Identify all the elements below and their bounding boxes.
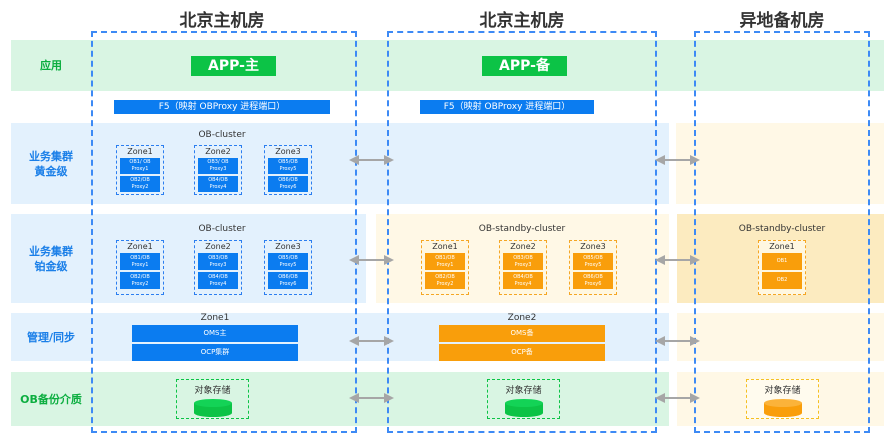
ob-node: OB1/OB Proxy1	[425, 253, 465, 270]
f5-primary-bar: F5（映射 OBProxy 进程端口）	[114, 100, 330, 114]
ob-node: OB3/OB Proxy3	[503, 253, 543, 270]
row-label-gold: 业务集群 黄金级	[11, 123, 91, 204]
datacenter-title-primary: 北京主机房	[179, 11, 265, 31]
storage-label: 对象存储	[505, 386, 542, 396]
zone-title: Zone3	[580, 242, 606, 251]
platinum-zone-3: Zone3 OB5/OB Proxy5 OB6/OB Proxy6	[264, 240, 312, 295]
platinum-cluster-title: OB-cluster	[198, 224, 246, 234]
datacenter-title-remote: 异地备机房	[739, 11, 825, 31]
zone-title: Zone1	[769, 242, 795, 251]
ob-node: OB6/OB Proxy6	[573, 272, 613, 289]
row-label-app-text: 应用	[40, 59, 62, 72]
sync-arrow-bidirectional-icon	[655, 155, 700, 165]
gold-zone-3: Zone3 OB5/OB Proxy5 OB6/OB Proxy6	[264, 145, 312, 195]
row-label-backup-text: OB备份介质	[20, 392, 82, 406]
datacenter-boundary-secondary	[387, 31, 657, 433]
row-label-mgmt-text: 管理/同步	[26, 330, 76, 344]
f5-standby-bar: F5（映射 OBProxy 进程端口）	[420, 100, 594, 114]
platinum-standby-title: OB-standby-cluster	[478, 224, 566, 234]
ob-node: OB6/OB Proxy6	[268, 176, 308, 192]
sync-arrow-bidirectional-icon	[349, 255, 394, 265]
app-standby-box: APP-备	[482, 56, 567, 76]
ob-node: OB2/OB Proxy2	[425, 272, 465, 289]
datacenter-boundary-primary	[91, 31, 357, 433]
row-label-backup: OB备份介质	[11, 372, 91, 426]
ob-node: OB2/OB Proxy2	[120, 272, 160, 289]
oms-standby-box: OMS备	[439, 325, 605, 342]
gold-zone-2: Zone2 OB3/ OB Proxy3 OB4/OB Proxy4	[194, 145, 242, 195]
sync-arrow-bidirectional-icon	[349, 155, 394, 165]
row-label-gold-line2: 黄金级	[34, 164, 68, 178]
database-cylinder-icon	[193, 399, 232, 417]
object-storage-primary: 对象存储	[176, 379, 249, 419]
platinum-zone-2: Zone2 OB3/OB Proxy3 OB4/OB Proxy4	[194, 240, 242, 295]
ocp-standby-box: OCP备	[439, 344, 605, 361]
row-label-platinum-line1: 业务集群	[29, 244, 73, 258]
row-label-platinum: 业务集群 铂金级	[11, 214, 91, 303]
storage-label: 对象存储	[194, 386, 231, 396]
zone-title: Zone1	[127, 147, 153, 156]
remote-zone-1: Zone1 OB1 OB2	[758, 240, 806, 295]
sync-arrow-bidirectional-icon	[349, 393, 394, 403]
zone-title: Zone2	[205, 242, 231, 251]
object-storage-standby: 对象存储	[487, 379, 560, 419]
row-label-platinum-line2: 铂金级	[34, 259, 68, 273]
ob-node: OB3/ OB Proxy3	[198, 158, 238, 174]
ocp-cluster-box: OCP集群	[132, 344, 298, 361]
zone-title: Zone2	[205, 147, 231, 156]
datacenter-boundary-remote	[694, 31, 870, 433]
row-band-app	[11, 40, 884, 91]
ob-node: OB5/OB Proxy5	[268, 253, 308, 270]
zone-title: Zone3	[275, 242, 301, 251]
mgmt-primary-zone-title: Zone1	[200, 313, 230, 323]
app-primary-box: APP-主	[191, 56, 276, 76]
zone-title: Zone3	[275, 147, 301, 156]
ob-node: OB3/OB Proxy3	[198, 253, 238, 270]
zone-title: Zone1	[432, 242, 458, 251]
standby-zone-3: Zone3 OB5/OB Proxy5 OB6/OB Proxy6	[569, 240, 617, 295]
datacenter-title-secondary: 北京主机房	[479, 11, 565, 31]
standby-zone-2: Zone2 OB3/OB Proxy3 OB4/OB Proxy4	[499, 240, 547, 295]
sync-arrow-bidirectional-icon	[349, 336, 394, 346]
gold-cluster-title: OB-cluster	[198, 130, 246, 140]
ob-node: OB1	[762, 253, 802, 270]
ob-node: OB5/OB Proxy5	[268, 158, 308, 174]
standby-zone-1: Zone1 OB1/OB Proxy1 OB2/OB Proxy2	[421, 240, 469, 295]
ob-node: OB1/OB Proxy1	[120, 253, 160, 270]
ob-node: OB2/OB Proxy2	[120, 176, 160, 192]
platinum-zone-1: Zone1 OB1/OB Proxy1 OB2/OB Proxy2	[116, 240, 164, 295]
ob-node: OB1/ OB Proxy1	[120, 158, 160, 174]
row-label-mgmt: 管理/同步	[11, 313, 91, 361]
mgmt-standby-zone-title: Zone2	[507, 313, 537, 323]
oms-primary-box: OMS主	[132, 325, 298, 342]
sync-arrow-bidirectional-icon	[655, 255, 700, 265]
object-storage-remote: 对象存储	[746, 379, 819, 419]
sync-arrow-bidirectional-icon	[655, 393, 700, 403]
ob-node: OB4/OB Proxy4	[503, 272, 543, 289]
database-cylinder-icon	[504, 399, 543, 417]
zone-title: Zone1	[127, 242, 153, 251]
row-label-gold-line1: 业务集群	[29, 149, 73, 163]
storage-label: 对象存储	[764, 386, 801, 396]
row-band-gold-remote	[676, 123, 884, 204]
remote-standby-title: OB-standby-cluster	[738, 224, 826, 234]
ob-node: OB4/OB Proxy4	[198, 272, 238, 289]
zone-title: Zone2	[510, 242, 536, 251]
row-label-app: 应用	[11, 40, 91, 91]
sync-arrow-bidirectional-icon	[655, 336, 700, 346]
ob-node: OB4/OB Proxy4	[198, 176, 238, 192]
ob-node: OB2	[762, 272, 802, 289]
database-cylinder-icon	[763, 399, 802, 417]
ob-node: OB6/OB Proxy6	[268, 272, 308, 289]
gold-zone-1: Zone1 OB1/ OB Proxy1 OB2/OB Proxy2	[116, 145, 164, 195]
row-band-mgmt-remote	[677, 313, 884, 361]
ob-node: OB5/OB Proxy5	[573, 253, 613, 270]
